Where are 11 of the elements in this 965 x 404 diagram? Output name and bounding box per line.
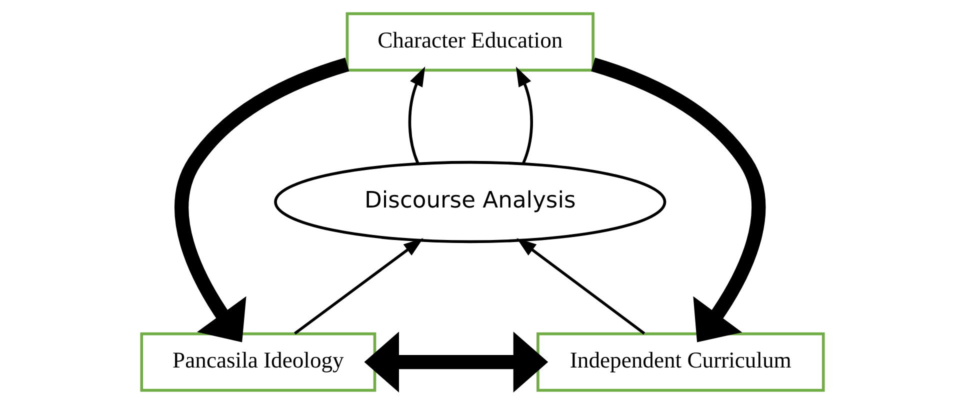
arrow — [174, 58, 350, 342]
node-box: Independent Curriculum — [536, 332, 825, 392]
node-box: Character Education — [346, 12, 594, 72]
arrow — [294, 238, 424, 335]
arrow — [591, 58, 766, 342]
arrow — [408, 66, 426, 164]
arrow — [516, 238, 646, 335]
node-ellipse: Discourse Analysis — [274, 160, 666, 244]
arrow — [364, 332, 548, 392]
node-box: Pancasila Ideology — [140, 332, 376, 392]
arrow — [516, 66, 533, 164]
